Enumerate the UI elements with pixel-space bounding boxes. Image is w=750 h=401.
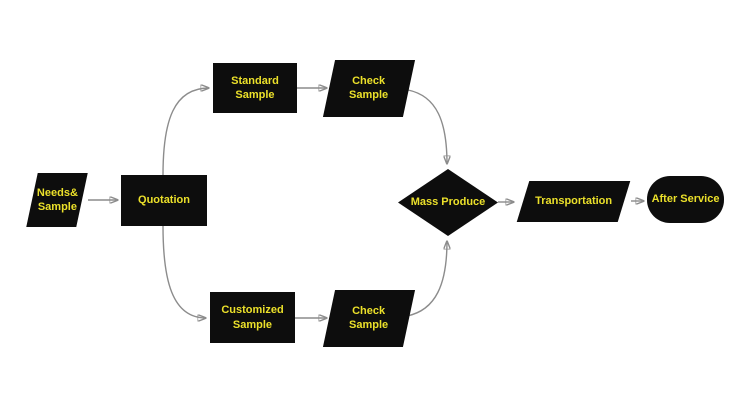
node-after-service: After Service [647,176,724,223]
node-customized-sample-label: Customized Sample [221,304,284,331]
node-check-sample-top: Check Sample [322,60,416,117]
node-check-sample-bottom: Check Sample [322,290,416,347]
node-quotation: Quotation [121,175,207,226]
node-after-service-label: After Service [651,193,720,206]
node-needs-sample-label: Needs& Sample [36,186,78,213]
edge-checktop-to-mass [407,89,447,164]
edge-quotation-to-standard [162,88,209,176]
node-check-sample-bottom-label: Check Sample [349,305,389,332]
node-transportation-label: Transportation [534,195,613,208]
node-standard-sample: Standard Sample [213,63,297,113]
node-transportation: Transportation [516,181,631,222]
node-quotation-label: Quotation [138,194,190,207]
node-mass-produce: Mass Produce [398,169,498,236]
node-check-sample-top-label: Check Sample [349,75,389,102]
edge-checkbottom-to-mass [406,241,447,317]
node-needs-sample: Needs& Sample [26,173,88,227]
node-customized-sample: Customized Sample [210,292,295,343]
node-mass-produce-label: Mass Produce [410,196,486,209]
edge-quotation-to-customized [162,225,206,318]
node-standard-sample-label: Standard Sample [231,74,279,101]
